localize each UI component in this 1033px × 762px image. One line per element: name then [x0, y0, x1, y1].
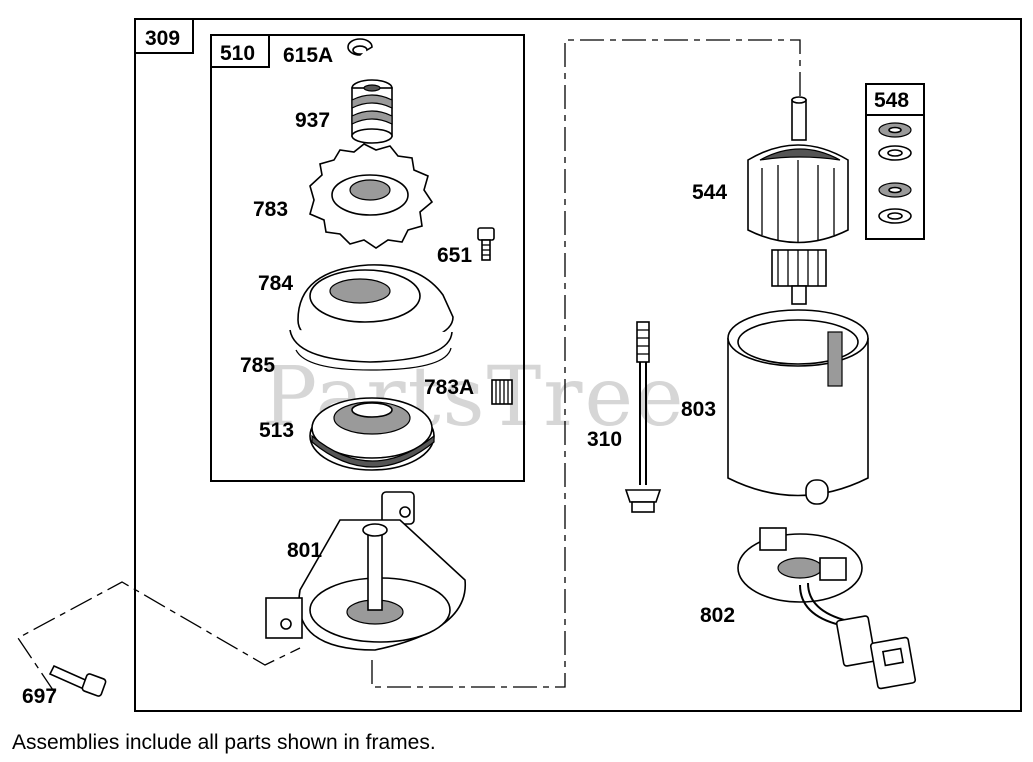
drive-gear-icon	[309, 143, 434, 249]
frame-548	[865, 83, 925, 240]
through-bolt-icon	[624, 321, 662, 513]
cover-housing-icon	[289, 264, 454, 371]
frame-label-548: 548	[874, 89, 909, 112]
frame-label-510: 510	[220, 42, 255, 65]
assembly-line-right	[371, 39, 801, 688]
assembly-line-697	[17, 581, 301, 694]
label-784: 784	[258, 272, 293, 295]
screw-icon	[477, 227, 495, 261]
label-783: 783	[253, 198, 288, 221]
label-785: 785	[240, 354, 275, 377]
drive-end-housing-icon	[265, 491, 466, 651]
small-gear-icon	[491, 379, 513, 405]
label-803: 803	[681, 398, 716, 421]
label-697: 697	[22, 685, 57, 708]
brush-plate-icon	[737, 527, 917, 690]
frame-309-tag	[134, 18, 194, 54]
label-544: 544	[692, 181, 727, 204]
pinion-spring-icon	[351, 79, 393, 144]
frame-label-309: 309	[145, 27, 180, 50]
bolt-icon	[48, 664, 107, 697]
label-802: 802	[700, 604, 735, 627]
caption: Assemblies include all parts shown in fr…	[12, 731, 436, 754]
label-937: 937	[295, 109, 330, 132]
label-513: 513	[259, 419, 294, 442]
washers-icon	[878, 122, 912, 224]
label-615A: 615A	[283, 44, 333, 67]
field-frame-icon	[727, 309, 869, 505]
label-801: 801	[287, 539, 322, 562]
frame-309	[134, 18, 1022, 712]
label-310: 310	[587, 428, 622, 451]
label-783A: 783A	[424, 376, 474, 399]
frame-510	[210, 34, 525, 482]
armature-icon	[747, 96, 849, 305]
ring-gear-icon	[309, 397, 435, 471]
e-clip-icon	[347, 38, 373, 56]
label-651: 651	[437, 244, 472, 267]
frame-510-tag	[210, 34, 270, 68]
